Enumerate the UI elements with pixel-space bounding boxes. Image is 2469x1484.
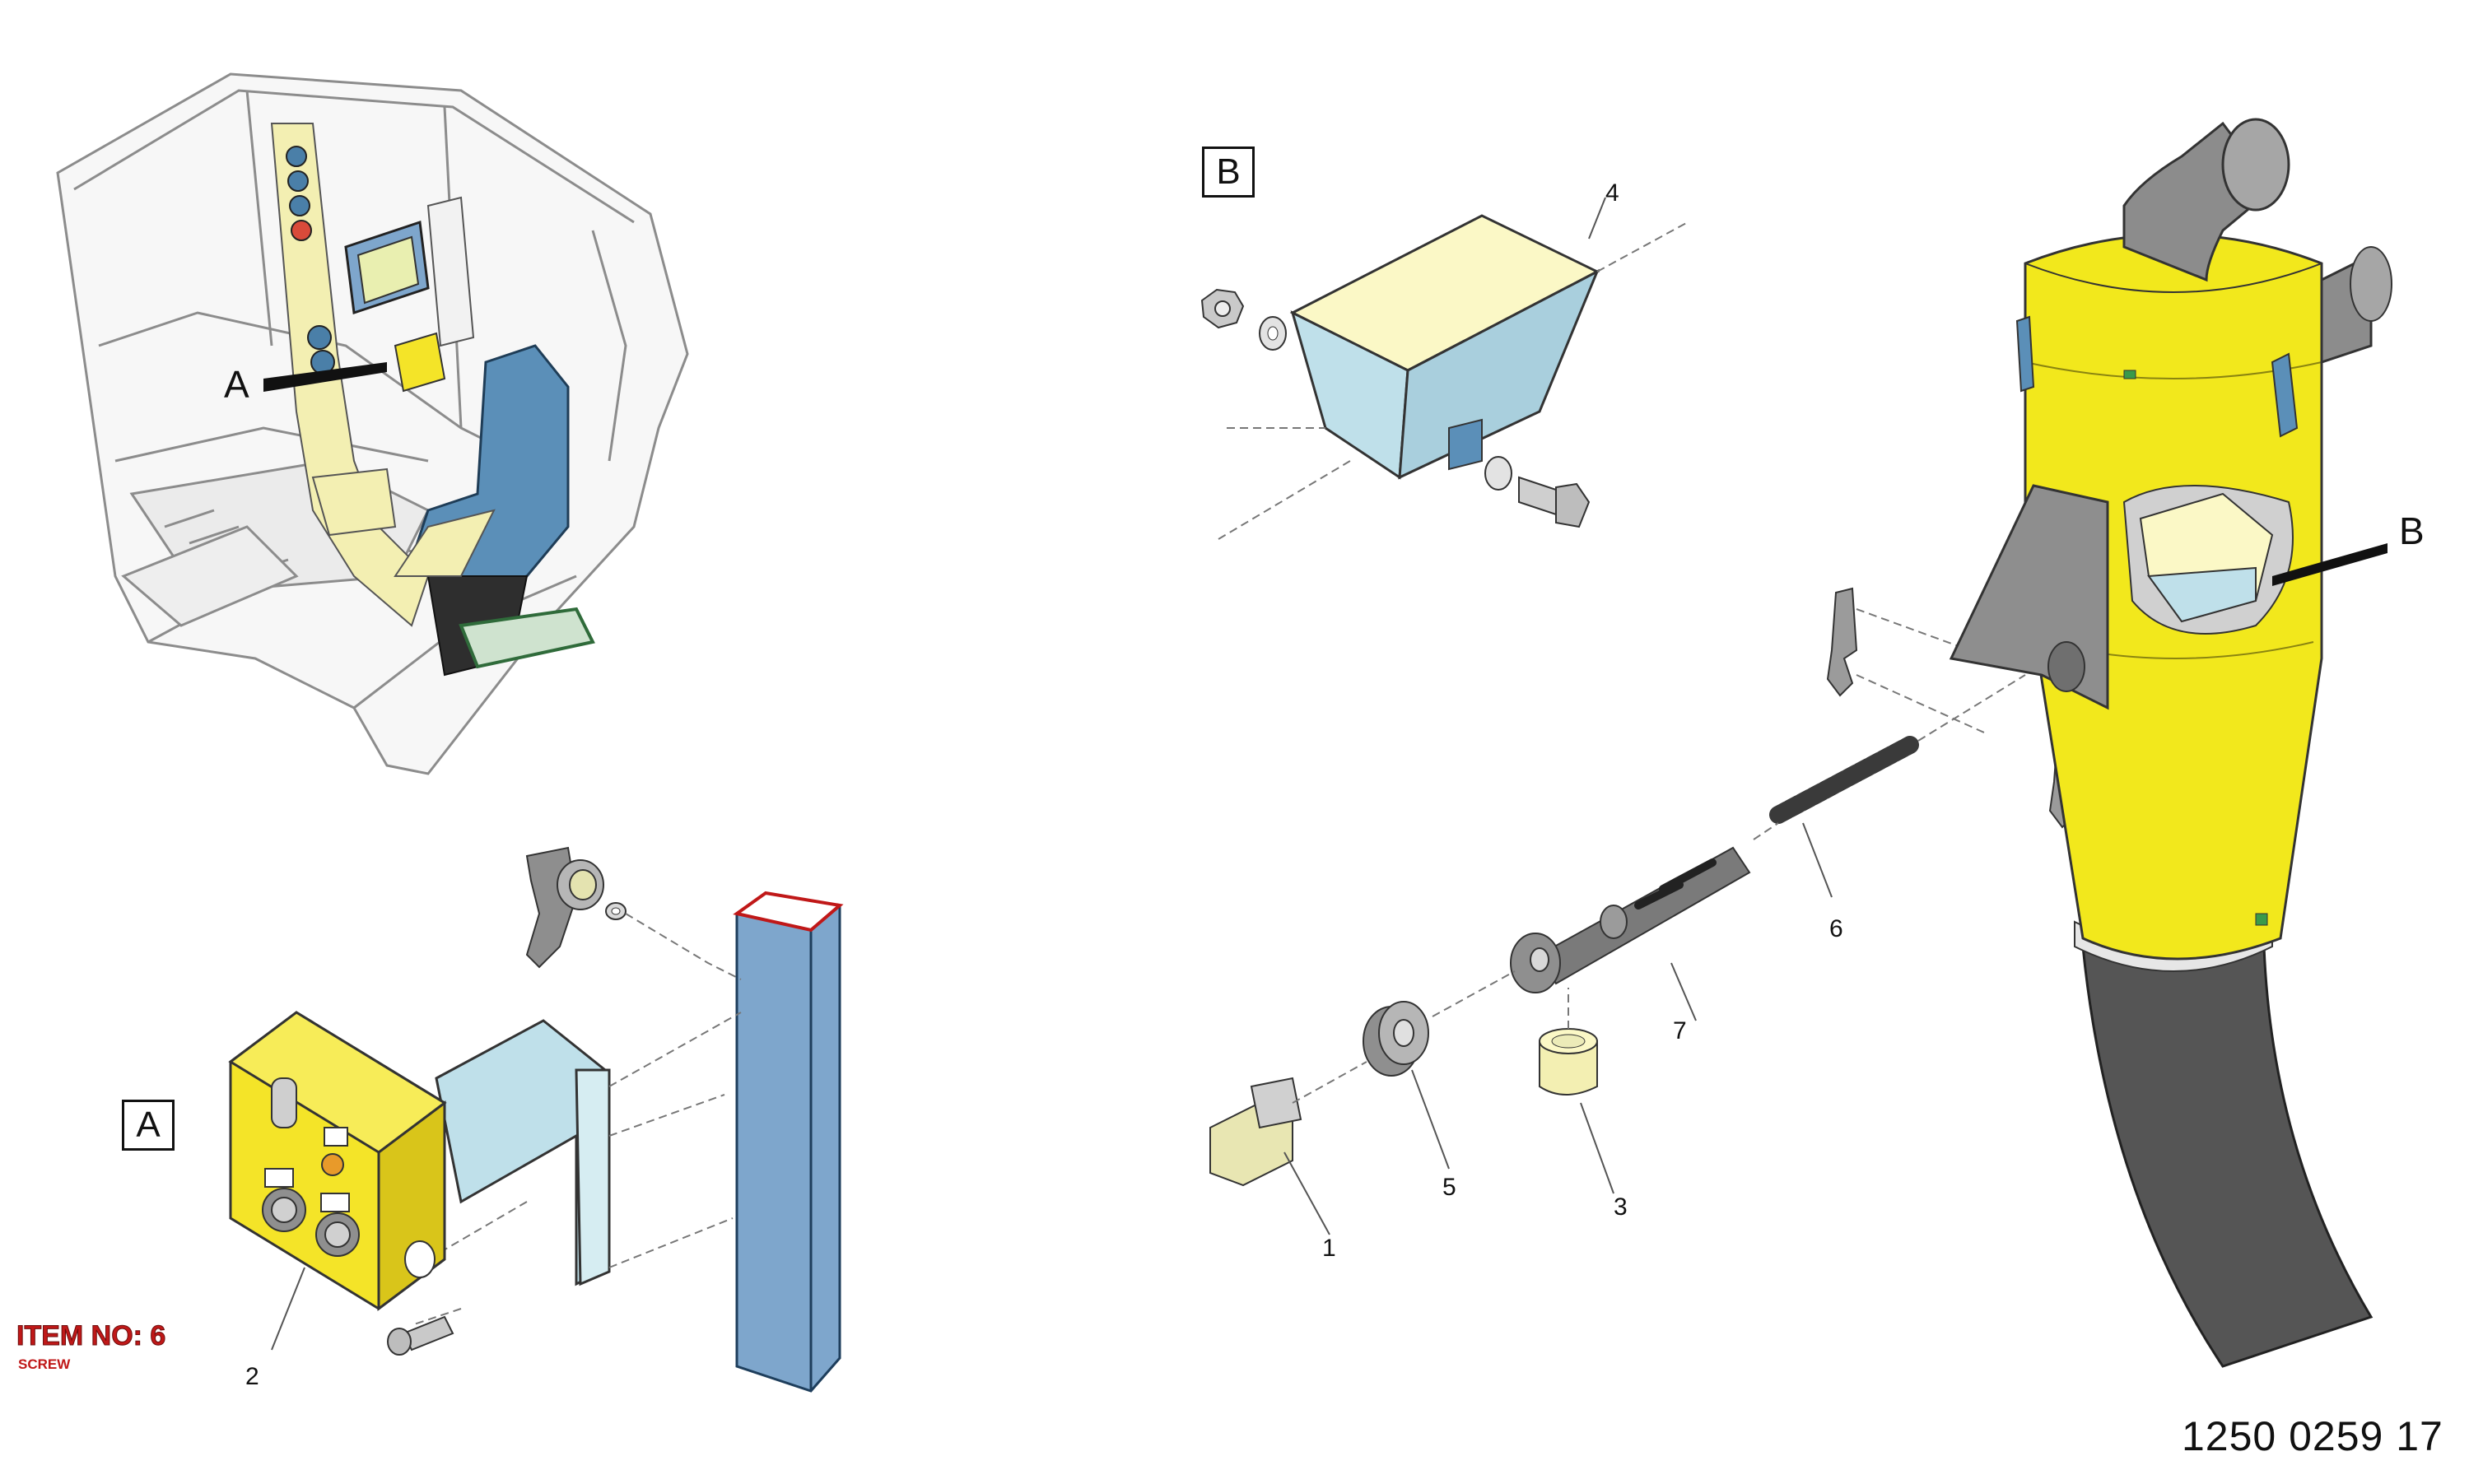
part-1-cap — [1209, 1077, 1302, 1187]
part-7-tube — [1510, 846, 1751, 993]
cab-overview — [56, 72, 689, 775]
item-note-title: ITEM NO: 6 — [16, 1320, 166, 1352]
detail-b-nut — [1200, 288, 1287, 351]
tank-hose — [2081, 945, 2374, 1368]
part-3-bushing — [1539, 1028, 1598, 1096]
part-label-6: 6 — [1829, 915, 1843, 942]
tank-assembly — [1949, 118, 2392, 1368]
part-5-flange — [1363, 1001, 1429, 1077]
detail-a-screw — [387, 1315, 454, 1356]
clip-left — [1826, 587, 1858, 697]
cab-a-pointer — [263, 362, 387, 392]
callout-a-cab: A — [224, 363, 249, 406]
part-label-5: 5 — [1442, 1174, 1456, 1201]
part-label-2: 2 — [245, 1363, 259, 1390]
detail-a-handle — [525, 846, 627, 969]
callout-b-detail: B — [1202, 147, 1255, 198]
document-number: 1250 0259 17 — [2182, 1413, 2443, 1459]
part-6-spring — [1769, 736, 1919, 824]
detail-a-switch-box — [228, 1011, 447, 1311]
detail-a-post — [733, 891, 844, 1393]
item-note-subtitle: SCREW — [18, 1356, 71, 1372]
part-label-4: 4 — [1605, 179, 1619, 207]
part-label-3: 3 — [1614, 1193, 1628, 1221]
detail-b-hopper — [1289, 214, 1600, 480]
part-label-1: 1 — [1322, 1235, 1336, 1262]
cab-switch-box — [394, 332, 446, 393]
tank-b-pointer — [2272, 543, 2387, 586]
part-label-7: 7 — [1673, 1017, 1687, 1044]
callout-b-tank: B — [2399, 509, 2425, 552]
detail-b-bolt — [1484, 456, 1591, 528]
callout-a-detail: A — [122, 1100, 175, 1151]
